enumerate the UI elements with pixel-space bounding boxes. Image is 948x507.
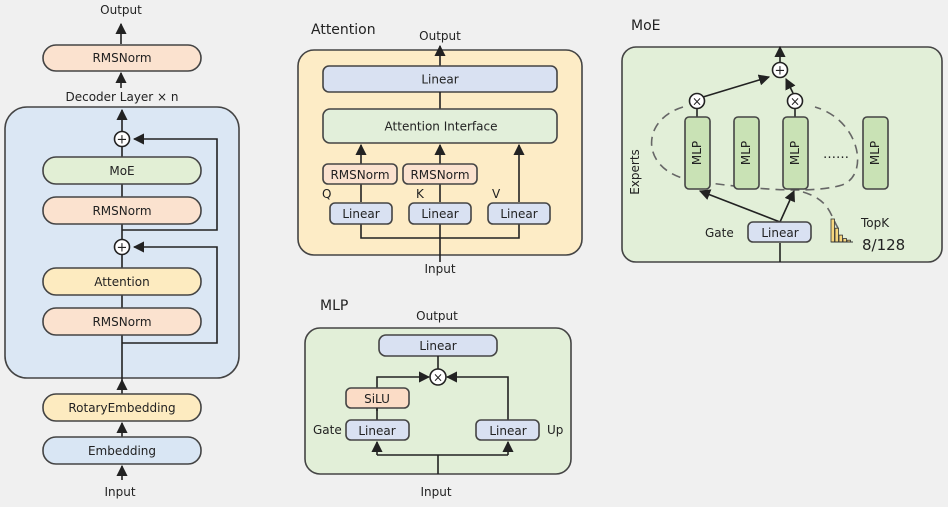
v-label: V: [492, 187, 501, 201]
mul-node-mlp: [429, 368, 447, 386]
attention-output-label: Output: [419, 29, 461, 43]
mul-node-expert-3: [786, 92, 804, 110]
add-node-attention: [113, 238, 131, 256]
attention-interface-node: [322, 108, 558, 144]
moe-node: [42, 156, 202, 185]
moe-node-label: MoE: [109, 164, 134, 178]
final-rmsnorm-label: RMSNorm: [92, 51, 151, 65]
expert-mlp-2: [733, 116, 760, 190]
edge-expert1-to-add: [702, 74, 771, 98]
up-linear-node: [475, 419, 540, 441]
v-linear-label: Linear: [500, 207, 537, 221]
expert-mlp-2-label: MLP: [739, 141, 753, 165]
input-rmsnorm-label: RMSNorm: [92, 315, 151, 329]
attention-output-linear-label: Linear: [421, 73, 458, 87]
k-label: K: [416, 187, 425, 201]
post-attention-rmsnorm-node: [42, 196, 202, 225]
rotary-embedding-node: [42, 393, 202, 422]
mlp-output-label: Output: [416, 309, 458, 323]
topk-label: TopK: [860, 216, 890, 230]
decoder-input-label: Input: [104, 485, 135, 499]
edge-expert3-to-add: [785, 77, 796, 94]
topk-histogram: [830, 218, 853, 243]
multiply-icon: ×: [790, 95, 800, 109]
moe-title: MoE: [631, 18, 661, 34]
final-rmsnorm-node: [42, 44, 202, 72]
post-attention-rmsnorm-label: RMSNorm: [92, 204, 151, 218]
moe-gate-linear-node: [747, 221, 812, 243]
attention-input-label: Input: [424, 262, 455, 276]
rotary-embedding-label: RotaryEmbedding: [68, 401, 175, 415]
add-icon: +: [117, 133, 128, 148]
input-rmsnorm-node: [42, 307, 202, 336]
decoder-layer-label: Decoder Layer × n: [65, 90, 178, 104]
expert-mlp-n: [862, 116, 889, 190]
mul-node-expert-1: [688, 92, 706, 110]
attention-node-label: Attention: [94, 275, 149, 289]
topk-dashed-link: [802, 191, 839, 229]
topk-bar: [830, 218, 835, 243]
add-node-moe-out: [771, 61, 789, 79]
edge-up-to-mul: [445, 371, 509, 420]
q-linear-label: Linear: [342, 207, 379, 221]
residual-connection-moe: [122, 133, 218, 231]
add-icon: +: [117, 241, 128, 256]
add-icon: +: [775, 64, 786, 79]
q-rmsnorm-label: RMSNorm: [330, 168, 389, 182]
expert-mlp-1: [684, 116, 711, 190]
mlp-module: MLP Output Linear × SiLU Gate Linear Lin…: [304, 298, 572, 499]
residual-connection-attention: [122, 241, 218, 344]
topk-bar: [834, 227, 839, 243]
v-linear-node: [487, 202, 551, 225]
q-label: Q: [322, 187, 331, 201]
mlp-down-linear-label: Linear: [419, 339, 456, 353]
gate-linear-node: [345, 419, 410, 441]
moe-gate-label: Gate: [705, 226, 734, 240]
attention-title: Attention: [311, 22, 376, 38]
k-rmsnorm-node: [402, 163, 478, 185]
topk-value: 8/128: [862, 236, 905, 254]
attention-input-bus: [360, 224, 520, 239]
add-node-moe: [113, 130, 131, 148]
k-linear-label: Linear: [421, 207, 458, 221]
topk-bar: [842, 238, 847, 243]
mlp-input-label: Input: [420, 485, 451, 499]
up-label: Up: [547, 423, 563, 437]
edge-gate-to-expert3: [779, 189, 795, 223]
experts-ellipsis: ……: [823, 147, 849, 162]
silu-label: SiLU: [364, 392, 390, 406]
expert-mlp-n-label: MLP: [868, 141, 882, 165]
k-rmsnorm-label: RMSNorm: [410, 168, 469, 182]
attention-module: Attention Output Linear Attention Interf…: [297, 22, 583, 276]
experts-dashed-boundary: [650, 106, 859, 191]
moe-module: MoE Experts + × × MLP MLP MLP …… MLP Gat: [621, 18, 943, 263]
attention-interface-label: Attention Interface: [385, 120, 498, 134]
multiply-icon: ×: [433, 371, 443, 385]
attention-node: [42, 267, 202, 296]
edge-gate-to-expert1: [698, 189, 781, 223]
gate-linear-label: Linear: [358, 424, 395, 438]
gate-label: Gate: [313, 423, 342, 437]
mlp-title: MLP: [320, 298, 348, 314]
multiply-icon: ×: [692, 95, 702, 109]
topk-bar: [838, 234, 843, 243]
expert-mlp-1-label: MLP: [690, 141, 704, 165]
q-rmsnorm-node: [322, 163, 398, 185]
decoder-stack: Output RMSNorm Decoder Layer × n + MoE R…: [4, 3, 240, 499]
embedding-node: [42, 436, 202, 465]
up-linear-label: Linear: [489, 424, 526, 438]
expert-mlp-3-label: MLP: [788, 141, 802, 165]
experts-label: Experts: [628, 149, 642, 195]
decoder-output-label: Output: [100, 3, 142, 17]
embedding-label: Embedding: [88, 444, 156, 458]
k-linear-node: [408, 202, 472, 225]
expert-mlp-3: [782, 116, 809, 190]
q-linear-node: [329, 202, 393, 225]
moe-gate-linear-label: Linear: [761, 226, 798, 240]
